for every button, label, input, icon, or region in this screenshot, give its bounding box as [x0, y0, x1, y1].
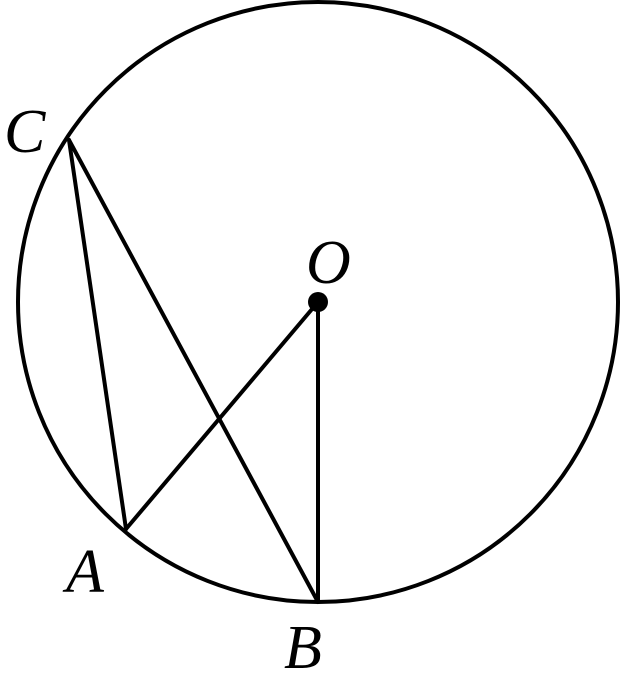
radius-oa: [124, 300, 320, 531]
chord-cb: [67, 138, 320, 604]
chord-ca: [67, 138, 128, 531]
point-label-o: O: [306, 229, 351, 297]
center-point-o: [308, 292, 328, 312]
point-label-a: A: [62, 538, 105, 606]
point-label-c: C: [4, 98, 46, 166]
point-label-b: B: [284, 614, 322, 682]
